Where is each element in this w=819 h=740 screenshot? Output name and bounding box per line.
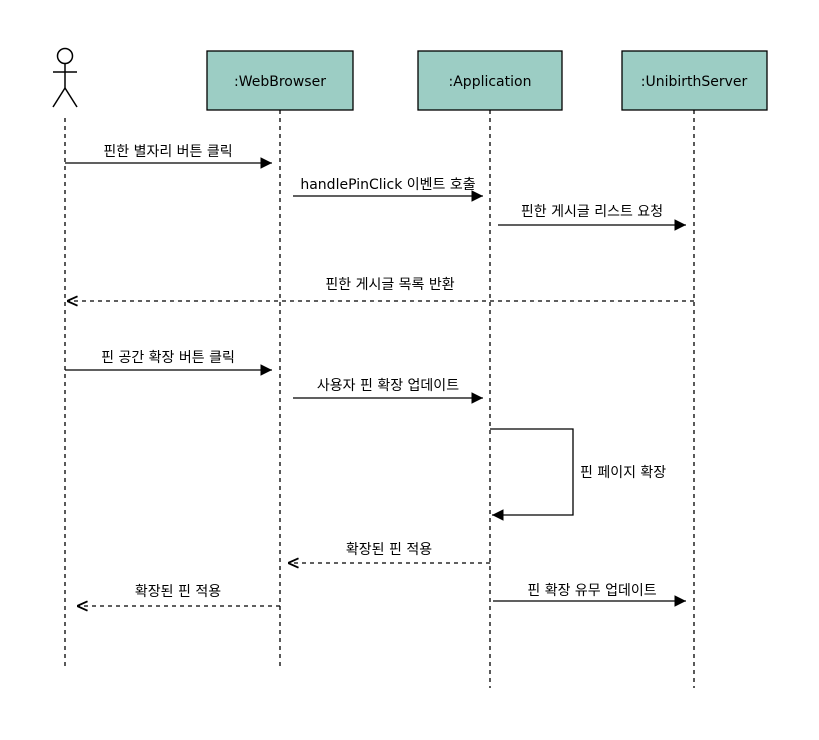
message-request-pinned-posts: 핀한 게시글 리스트 요청 xyxy=(498,204,686,231)
message-pin-star-click: 핀한 별자리 버튼 클릭 xyxy=(65,144,272,169)
message-expand-pin-page-self: 핀 페이지 확장 xyxy=(490,428,666,521)
participant-application: :Application xyxy=(417,50,563,111)
message-apply-expanded-pin-actor: 확장된 핀 적용 xyxy=(77,584,280,606)
message-label: 핀 확장 유무 업데이트 xyxy=(527,583,656,599)
message-label: 핀 페이지 확장 xyxy=(580,465,666,481)
message-label: 핀한 게시글 리스트 요청 xyxy=(521,204,663,220)
message-return-pinned-posts: 핀한 게시글 목록 반환 xyxy=(67,277,694,301)
message-label: 확장된 핀 적용 xyxy=(135,584,221,600)
message-apply-expanded-pin-browser: 확장된 핀 적용 xyxy=(288,542,490,563)
message-expand-pin-space-click: 핀 공간 확장 버튼 클릭 xyxy=(65,350,272,376)
participant-server-label: :UnibirthServer xyxy=(641,74,748,90)
message-label: handlePinClick 이벤트 호출 xyxy=(300,177,475,193)
stick-figure-actor-icon xyxy=(52,47,78,108)
message-label: 확장된 핀 적용 xyxy=(346,542,432,558)
participant-browser: :WebBrowser xyxy=(206,50,354,111)
participant-browser-label: :WebBrowser xyxy=(234,74,326,90)
message-handle-pin-click: handlePinClick 이벤트 호출 xyxy=(293,177,483,202)
message-label: 사용자 핀 확장 업데이트 xyxy=(317,378,459,394)
participant-server: :UnibirthServer xyxy=(621,50,768,111)
message-update-user-pin-expansion: 사용자 핀 확장 업데이트 xyxy=(293,378,483,404)
message-label: 핀한 별자리 버튼 클릭 xyxy=(103,144,232,160)
message-update-pin-expansion-status: 핀 확장 유무 업데이트 xyxy=(493,583,686,607)
participant-application-label: :Application xyxy=(449,74,532,90)
message-label: 핀한 게시글 목록 반환 xyxy=(325,277,454,293)
message-label: 핀 공간 확장 버튼 클릭 xyxy=(101,350,235,366)
